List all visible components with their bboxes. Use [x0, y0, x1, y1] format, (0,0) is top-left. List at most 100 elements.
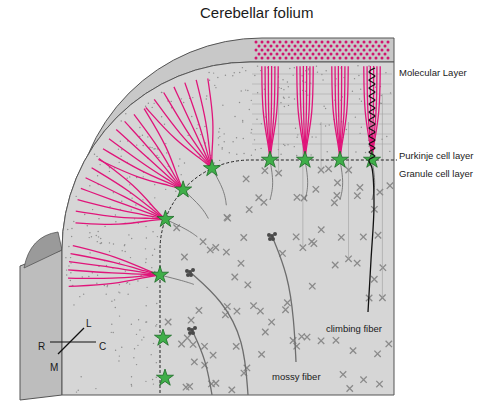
dendrite-section — [384, 45, 387, 48]
stipple-dot — [131, 376, 132, 377]
stipple-dot — [131, 324, 132, 325]
stipple-dot — [200, 134, 201, 135]
granule-cell — [333, 337, 339, 343]
stipple-dot — [139, 329, 140, 330]
stipple-dot — [243, 153, 244, 154]
dendrite-section — [288, 45, 291, 48]
dendrite-section — [294, 45, 297, 48]
stipple-dot — [127, 178, 128, 179]
dendrite-section — [279, 41, 282, 44]
stipple-dot — [79, 296, 80, 297]
stipple-dot — [206, 98, 207, 99]
dendrite-section — [267, 49, 270, 52]
purkinje-dendrite — [265, 66, 270, 160]
stipple-dot — [361, 127, 362, 128]
stipple-dot — [138, 319, 139, 320]
stipple-dot — [254, 75, 255, 76]
stipple-dot — [146, 287, 147, 288]
granule-cell — [294, 194, 300, 200]
stipple-dot — [145, 226, 146, 227]
granule-cell — [380, 264, 386, 270]
purkinje-dendrite — [262, 66, 270, 160]
dendrite-section — [264, 53, 267, 56]
purkinje-dendrite — [332, 66, 340, 160]
stipple-dot — [156, 324, 157, 325]
stipple-dot — [360, 89, 361, 90]
stipple-dot — [127, 282, 128, 283]
stipple-dot — [287, 81, 288, 82]
mossy-rosette — [185, 269, 189, 273]
granule-cell — [318, 226, 324, 232]
stipple-dot — [121, 120, 122, 121]
stipple-dot — [115, 307, 116, 308]
stipple-dot — [294, 146, 295, 147]
stipple-dot — [100, 243, 101, 244]
stipple-dot — [84, 214, 85, 215]
stipple-dot — [375, 86, 376, 87]
diagram-title-box: Cerebellar folium — [200, 4, 313, 22]
stipple-dot — [308, 68, 309, 69]
dendrite-section — [321, 57, 324, 60]
stipple-dot — [229, 152, 230, 153]
stipple-dot — [143, 176, 144, 177]
dendrite-section — [273, 57, 276, 60]
dendrite-section — [369, 49, 372, 52]
stipple-dot — [147, 136, 148, 137]
dendrite-section — [387, 57, 390, 60]
dendrite-section — [369, 57, 372, 60]
stipple-dot — [130, 257, 131, 258]
stipple-dot — [145, 321, 146, 322]
mossy-fiber — [190, 272, 248, 395]
stipple-dot — [145, 381, 146, 382]
stipple-dot — [251, 154, 252, 155]
dendrite-section — [354, 53, 357, 56]
stipple-dot — [295, 128, 296, 129]
stipple-dot — [355, 151, 356, 152]
dendrite-section — [348, 53, 351, 56]
stipple-dot — [288, 97, 289, 98]
dendrite-section — [372, 53, 375, 56]
axis-letter: L — [86, 318, 92, 329]
granule-cell — [223, 249, 229, 255]
purkinje-axon — [270, 160, 273, 200]
dendrite-section — [306, 53, 309, 56]
granule-cell — [241, 234, 247, 240]
dendrite-section — [270, 53, 273, 56]
dendrite-section — [297, 49, 300, 52]
stipple-dot — [328, 124, 329, 125]
dendrite-section — [303, 41, 306, 44]
stipple-dot — [129, 184, 130, 185]
dendrite-section — [291, 49, 294, 52]
stipple-dot — [325, 108, 326, 109]
granule-cell — [354, 192, 360, 198]
dendrite-section — [336, 45, 339, 48]
stipple-dot — [96, 235, 97, 236]
granule-cell — [238, 260, 244, 266]
purkinje-dendrite — [297, 66, 305, 160]
sulcus — [24, 232, 62, 268]
stipple-dot — [125, 270, 126, 271]
stipple-dot — [83, 293, 84, 294]
axis-letter-box: C — [99, 336, 106, 354]
granule-cell — [354, 260, 360, 266]
purkinje-dendrite — [305, 66, 310, 160]
dendrite-section — [267, 57, 270, 60]
dendrite-section — [366, 53, 369, 56]
stipple-dot — [222, 147, 223, 148]
dendrite-section — [345, 49, 348, 52]
purkinje-dendrite — [340, 66, 348, 160]
stipple-dot — [171, 101, 172, 102]
dendrite-section — [333, 57, 336, 60]
stipple-dot — [222, 104, 223, 105]
stipple-dot — [128, 234, 129, 235]
purkinje-axon — [165, 219, 197, 237]
dendrite-section — [354, 45, 357, 48]
stipple-dot — [256, 119, 257, 120]
purkinje-dendrite — [69, 275, 160, 286]
stipple-dot — [307, 94, 308, 95]
stipple-dot — [359, 98, 360, 99]
mossy-rosette — [188, 331, 192, 335]
stipple-dot — [380, 95, 381, 96]
stipple-dot — [346, 129, 347, 130]
purkinje-dendrite — [125, 121, 184, 189]
